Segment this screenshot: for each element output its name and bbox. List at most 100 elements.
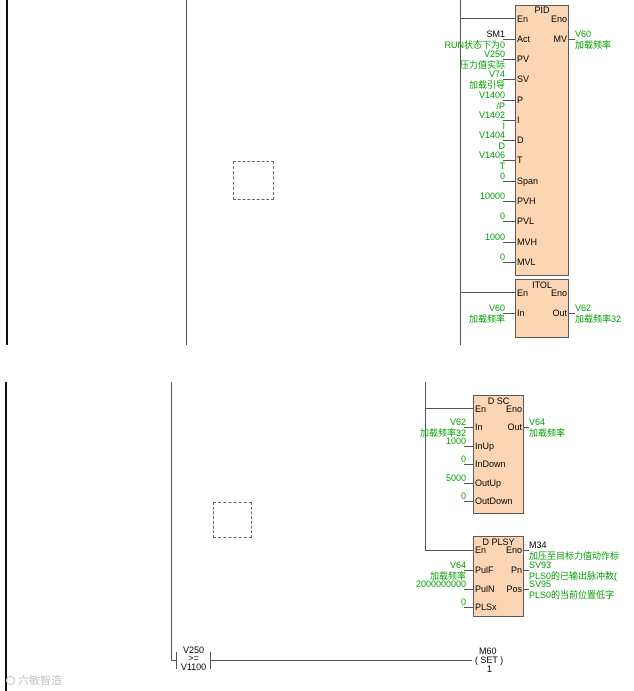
dsc-pin-outup: OutUp	[475, 478, 502, 488]
pid-wire-mv	[569, 39, 575, 40]
pid-operand-mvh[interactable]: 1000	[484, 232, 505, 242]
dplsy-operand-pn[interactable]: SV93	[529, 560, 552, 570]
dsc-pin-in: In	[475, 422, 483, 432]
pid-wire-sv	[503, 79, 515, 80]
pid-comment-act: RUN状态下为0	[444, 40, 505, 50]
dplsy-pin-pos: Pos	[506, 584, 522, 594]
pid-comment-mv: 加载频率	[575, 40, 612, 50]
pid-eno-label: Eno	[550, 14, 567, 24]
set-coil-symbol[interactable]: ( SET )	[474, 655, 504, 665]
watermark-text: 六敏智造	[18, 674, 62, 687]
itol-title: ITOL	[532, 280, 552, 290]
pid-operand-pvl[interactable]: 0	[499, 211, 505, 221]
itol-eno-label: Eno	[550, 288, 567, 298]
dsc-wire-out	[524, 427, 529, 428]
compare-contact-operand1[interactable]: V250	[182, 645, 205, 655]
dsc-operand-in[interactable]: V62	[449, 417, 466, 427]
itol-comment-out: 加载频率32	[575, 314, 622, 324]
dplsy-comment-pulf: 加载频率	[429, 571, 466, 581]
dplsy-wire-pn	[524, 570, 529, 571]
pid-pin-pvl: PVL	[517, 216, 535, 226]
pid-comment-d: D	[498, 141, 506, 151]
empty-cell-cursor-bottom[interactable]	[213, 502, 252, 538]
dsc-wire-outup	[464, 483, 473, 484]
compare-rung-wire-left	[171, 660, 177, 661]
pid-wire-i	[503, 120, 515, 121]
pid-wire-pvl	[503, 221, 515, 222]
pid-operand-d[interactable]: V1404	[478, 130, 505, 140]
dsc-wire-inup	[464, 446, 473, 447]
pid-operand-span[interactable]: 0	[499, 171, 505, 181]
set-coil-count: 1	[487, 664, 493, 674]
pid-operand-act[interactable]: SM1	[486, 29, 505, 39]
dsc-operand-out[interactable]: V64	[529, 417, 546, 427]
itol-comment-in: 加载频率	[468, 314, 505, 324]
dsc-operand-indown[interactable]: 0	[460, 454, 466, 464]
dsc-operand-inup[interactable]: 1000	[445, 436, 466, 446]
pid-wire-p	[503, 100, 515, 101]
compare-contact-right-bar	[210, 652, 211, 669]
compare-contact-operand2[interactable]: V1100	[180, 662, 207, 672]
itol-en-wire	[460, 292, 515, 293]
dplsy-operand-eno[interactable]: M34	[529, 540, 547, 550]
dsc-wire-in	[464, 427, 473, 428]
dsc-wire-indown	[464, 464, 473, 465]
dplsy-operand-pulf[interactable]: V64	[449, 560, 466, 570]
dplsy-comment-pos: PLS0的当前位置低字	[529, 590, 615, 600]
dplsy-pin-pulf: PulF	[475, 565, 494, 575]
pid-pin-t: T	[517, 155, 523, 165]
itol-pin-out: Out	[552, 308, 567, 318]
network-vertical-line-bottom	[171, 382, 172, 661]
dplsy-block[interactable]	[473, 536, 524, 617]
pid-operand-t[interactable]: V1406	[478, 150, 505, 160]
pid-operand-mvl[interactable]: 0	[499, 252, 505, 262]
pid-operand-mv[interactable]: V60	[575, 29, 592, 39]
pid-block[interactable]	[515, 5, 569, 276]
pid-operand-p[interactable]: V1400	[478, 90, 505, 100]
dsc-eno-label: Eno	[505, 404, 522, 414]
dsc-en-label: En	[475, 404, 487, 414]
pid-title: PID	[534, 5, 550, 15]
pid-wire-pv	[503, 59, 515, 60]
dsc-block[interactable]	[473, 395, 524, 514]
dplsy-wire-pos	[524, 589, 529, 590]
compare-contact-operator: >=	[188, 653, 199, 663]
itol-wire-in	[503, 313, 515, 314]
pid-pin-d: D	[517, 135, 524, 145]
itol-block[interactable]	[515, 279, 569, 338]
pid-wire-span	[503, 181, 515, 182]
dplsy-wire-puln	[464, 589, 473, 590]
pid-pin-pvh: PVH	[517, 196, 536, 206]
dsc-operand-outdown[interactable]: 0	[460, 491, 466, 501]
dplsy-operand-pos[interactable]: SV95	[529, 579, 552, 589]
dplsy-eno-label: Eno	[505, 545, 522, 555]
pid-wire-d	[503, 140, 515, 141]
empty-cell-cursor-top[interactable]	[233, 161, 274, 200]
dsc-en-wire	[425, 408, 473, 409]
dsc-title: D SC	[487, 396, 510, 406]
dplsy-operand-plsx[interactable]: 0	[460, 597, 466, 607]
pid-comment-sv: 加载引导	[468, 80, 505, 90]
itol-wire-out	[569, 313, 575, 314]
dsc-pin-inup: InUp	[475, 441, 495, 451]
pid-operand-sv[interactable]: V74	[488, 69, 505, 79]
itol-operand-in[interactable]: V60	[488, 303, 505, 313]
pid-comment-pv: 压力值实际	[459, 60, 505, 70]
pid-operand-pv[interactable]: V250	[483, 49, 505, 59]
dplsy-en-label: En	[475, 545, 487, 555]
dplsy-pin-puln: PulN	[475, 584, 495, 594]
dplsy-wire-plsx	[464, 607, 473, 608]
dsc-operand-outup[interactable]: 5000	[445, 473, 466, 483]
pid-pin-span: Span	[517, 176, 539, 186]
itol-pin-in: In	[517, 308, 525, 318]
dsc-comment-in: 加载频率32	[419, 428, 466, 438]
itol-operand-out[interactable]: V62	[575, 303, 592, 313]
set-coil-operand[interactable]: M60	[479, 646, 497, 656]
dplsy-pin-pn: Pn	[510, 565, 522, 575]
pid-operand-pvh[interactable]: 10000	[479, 191, 505, 201]
dsc-pin-outdown: OutDown	[475, 496, 513, 506]
watermark-logo-icon	[6, 676, 15, 685]
dplsy-operand-puln[interactable]: 2000000000	[415, 579, 466, 589]
pid-pin-p: P	[517, 95, 524, 105]
pid-operand-i[interactable]: V1402	[478, 110, 505, 120]
